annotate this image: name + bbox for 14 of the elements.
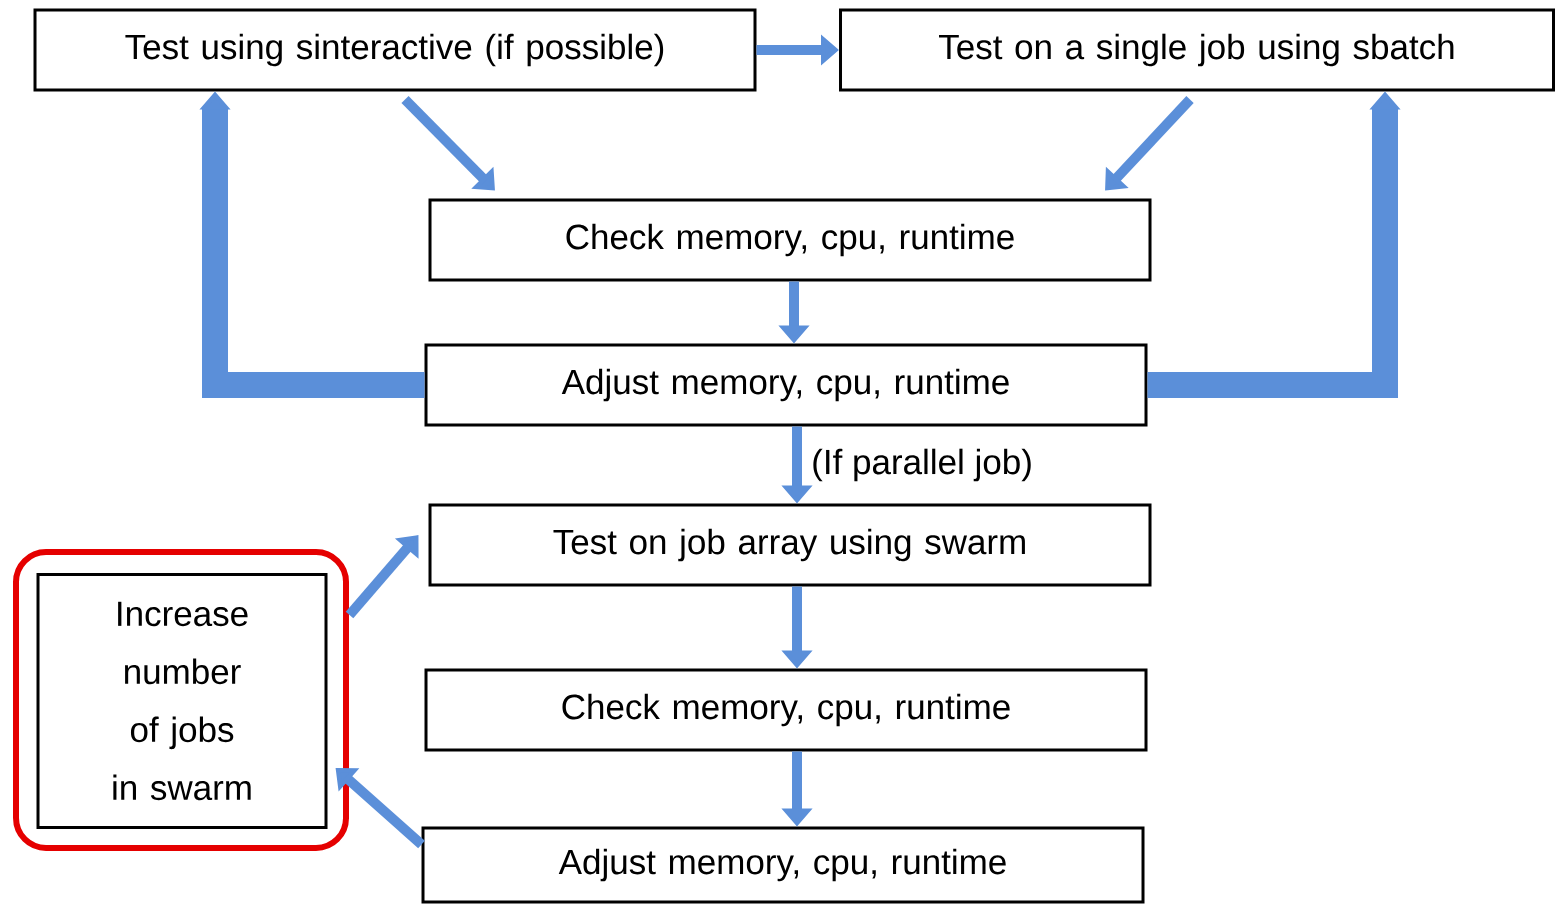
highlight-frame (13, 549, 349, 851)
block-arrow (401, 95, 495, 191)
process-box: Increase number of jobs in swarm (36, 573, 328, 829)
process-box: Test on a single job using sbatch (839, 8, 1555, 92)
process-box: Check memory, cpu, runtime (428, 198, 1152, 282)
process-box: Test on job array using swarm (428, 503, 1152, 587)
edge-label: (If parallel job) (809, 446, 1035, 484)
block-arrow (345, 535, 419, 619)
block-arrow (1105, 96, 1194, 191)
process-box: Test using sinteractive (if possible) (33, 8, 757, 92)
process-box: Adjust memory, cpu, runtime (421, 826, 1145, 904)
process-box: Adjust memory, cpu, runtime (424, 343, 1148, 427)
block-arrow (335, 768, 425, 849)
process-box: Check memory, cpu, runtime (424, 668, 1148, 752)
